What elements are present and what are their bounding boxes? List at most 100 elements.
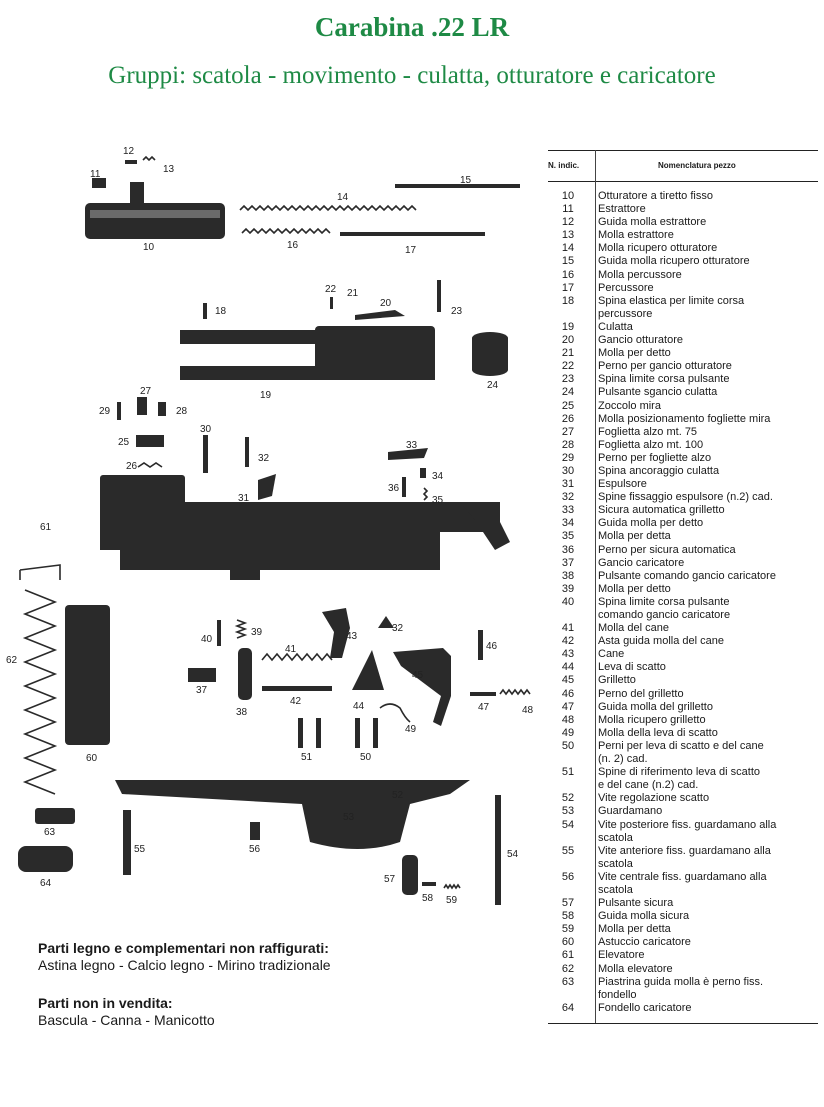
svg-text:26: 26 (126, 461, 138, 472)
part-name: Pulsante comando gancio caricatore (598, 569, 776, 582)
part-pin-51a (298, 718, 303, 748)
part-number: 24 (561, 386, 575, 399)
svg-text:10: 10 (143, 242, 155, 253)
svg-text:63: 63 (44, 827, 56, 838)
part-bolt (85, 182, 225, 239)
table-row: comando gancio caricatore (548, 609, 818, 622)
part-leaf-100 (158, 402, 166, 416)
note-not-for-sale-title: Parti non in vendita: (38, 995, 173, 1011)
page-title: Carabina .22 LR (314, 12, 510, 42)
svg-text:46: 46 (486, 641, 498, 652)
part-hammer (322, 608, 350, 658)
part-sight-base (136, 435, 164, 447)
part-number: 33 (561, 504, 575, 517)
part-number: 63 (561, 975, 575, 988)
part-button-spring (234, 619, 248, 639)
part-name: Vite regolazione scatto (598, 792, 710, 805)
part-name: Molla per detto (598, 347, 671, 360)
page-subtitle: Gruppi: scatola - movimento - culatta, o… (108, 62, 716, 89)
svg-text:48: 48 (522, 705, 534, 716)
svg-text:36: 36 (388, 483, 400, 494)
part-hold-pin (217, 620, 221, 646)
part-name: Molla estrattore (598, 229, 674, 242)
part-name: Vite posteriore fiss. guardamano alla (598, 818, 777, 831)
part-magazine (65, 605, 110, 745)
svg-text:49: 49 (405, 724, 417, 735)
table-row: 56 Vite centrale fiss. guardamano alla (548, 871, 818, 884)
part-name: Perno per gancio otturatore (598, 360, 732, 373)
svg-text:21: 21 (347, 288, 359, 299)
part-adjust-screw (378, 616, 394, 628)
part-number: 45 (561, 674, 575, 687)
svg-text:39: 39 (251, 627, 263, 638)
part-name: Fondello caricatore (598, 1001, 692, 1014)
part-name: Espulsore (598, 478, 647, 491)
note-not-for-sale-text: Bascula - Canna - Manicotto (38, 1012, 215, 1028)
part-number: 21 (561, 347, 575, 360)
part-number: 49 (561, 726, 575, 739)
part-number: 11 (562, 203, 574, 216)
svg-text:61: 61 (40, 522, 52, 533)
part-trigger (393, 648, 451, 726)
part-hammer-spring (261, 652, 333, 662)
part-number (548, 884, 588, 897)
part-pin-50a (355, 718, 360, 748)
svg-text:56: 56 (249, 844, 261, 855)
part-name: fondello (598, 988, 637, 1001)
part-name: Pulsante sgancio culatta (598, 386, 718, 399)
part-release-button (472, 332, 508, 376)
svg-text:29: 29 (99, 406, 111, 417)
part-name: Perno del grilletto (598, 687, 684, 700)
part-sight-spring (137, 462, 163, 468)
svg-text:53: 53 (343, 812, 355, 823)
part-name: Molla per detta (598, 923, 671, 936)
part-name: Grilletto (598, 674, 636, 687)
svg-text:59: 59 (446, 895, 458, 906)
part-name: Gancio caricatore (598, 556, 685, 569)
svg-text:14: 14 (337, 192, 349, 203)
part-name: Sicura automatica grilletto (598, 504, 725, 517)
svg-text:38: 38 (236, 707, 248, 718)
part-number: 41 (561, 622, 575, 635)
svg-text:22: 22 (325, 284, 337, 295)
part-recoil-spring (239, 204, 417, 212)
part-name: Astuccio caricatore (598, 936, 691, 949)
part-number (548, 308, 588, 321)
part-number (548, 779, 588, 792)
table-row: fondello (548, 989, 818, 1002)
part-name: Molla ricupero grilletto (598, 713, 706, 726)
part-number: 44 (561, 661, 575, 674)
part-pin-50b (373, 718, 378, 748)
svg-text:64: 64 (40, 878, 52, 889)
part-trigger-guard (115, 780, 470, 849)
part-labels: 10 11 12 13 14 15 16 17 18 19 20 21 22 2… (6, 146, 534, 906)
exploded-diagram: 10 11 12 13 14 15 16 17 18 19 20 21 22 2… (6, 146, 534, 906)
part-number: 32 (561, 491, 575, 504)
part-number: 51 (561, 766, 575, 779)
part-name: Perno per fogliette alzo (598, 451, 712, 464)
part-number: 17 (561, 281, 575, 294)
part-number: 56 (561, 870, 575, 883)
part-elevator (19, 564, 61, 580)
part-name: Gancio otturatore (598, 334, 683, 347)
part-name: Molla per detto (598, 582, 671, 595)
part-name: Vite centrale fiss. guardamano alla (598, 870, 767, 883)
column-header-name: Nomenclatura pezzo (658, 161, 736, 170)
part-anchor-pin (203, 435, 208, 473)
part-trigger-pin (478, 630, 483, 660)
part-center-screw (250, 822, 260, 840)
part-safety-spring (422, 487, 429, 501)
svg-text:62: 62 (6, 655, 18, 666)
